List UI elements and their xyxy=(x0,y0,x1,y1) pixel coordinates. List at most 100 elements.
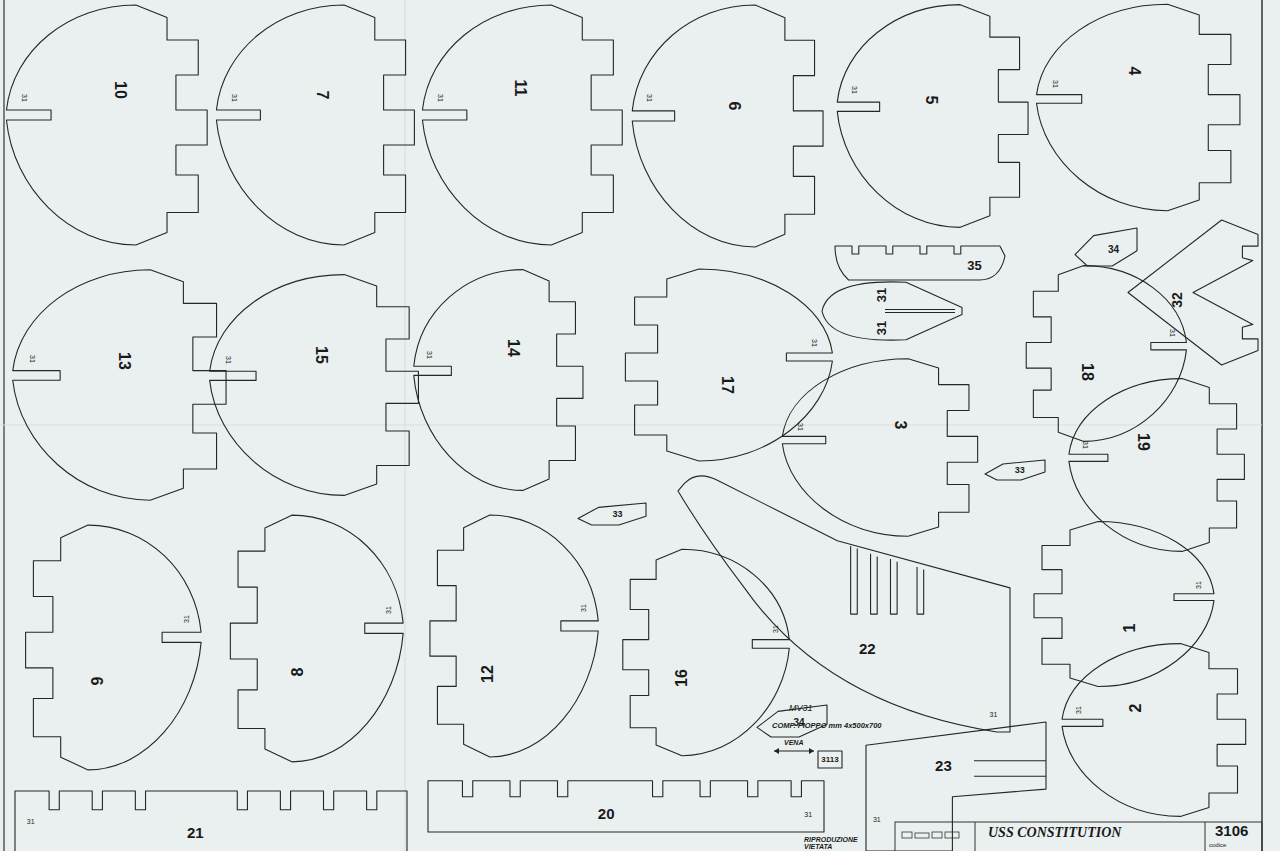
part-number: 15 xyxy=(313,346,329,364)
thickness-mark: 31 xyxy=(873,815,881,822)
part-shape xyxy=(418,0,640,250)
part-outline: 1031 xyxy=(2,0,225,250)
part-shape xyxy=(1075,228,1137,266)
thickness-mark: 31 xyxy=(1051,80,1058,88)
part-number: 17 xyxy=(719,376,735,394)
sheet-note: 3106 xyxy=(1215,823,1248,839)
cut-line xyxy=(1075,228,1137,266)
part-shape xyxy=(1012,262,1190,445)
part-outline: 731 xyxy=(212,0,432,250)
grain-arrowhead xyxy=(774,748,814,754)
thickness-mark: 31 xyxy=(437,94,444,102)
thickness-mark: 31 xyxy=(1195,581,1202,589)
thickness-mark: 31 xyxy=(796,423,803,431)
thickness-mark: 31 xyxy=(811,339,818,347)
part-shape xyxy=(415,510,602,762)
part-number: 21 xyxy=(187,825,204,840)
cut-line xyxy=(13,270,226,500)
part-number: 5 xyxy=(923,95,939,104)
part-shape xyxy=(822,275,962,347)
part-shape xyxy=(578,503,646,525)
thickness-mark: 31 xyxy=(1169,329,1176,337)
part-number: 22 xyxy=(859,641,876,656)
part-outline: 34 xyxy=(1075,228,1137,266)
cut-line xyxy=(678,476,1010,732)
title-block-divider xyxy=(975,822,976,851)
part-shape xyxy=(1128,220,1258,365)
part-outline: 931 xyxy=(10,520,205,775)
thickness-mark: 31 xyxy=(771,625,778,633)
thickness-mark: 31 xyxy=(225,356,232,364)
cut-line xyxy=(1128,220,1258,365)
sheet-title: USS CONSTITUTION xyxy=(988,826,1121,841)
cut-line xyxy=(782,359,977,537)
part-number: 3113 xyxy=(821,756,838,764)
part-outline: 21 31 xyxy=(15,776,407,851)
part-outline: 3113 xyxy=(818,751,842,768)
part-shape xyxy=(607,265,837,465)
cut-line xyxy=(623,549,790,755)
cut-line xyxy=(1037,4,1240,210)
part-shape xyxy=(678,470,1010,732)
part-number: 2 xyxy=(1128,704,1144,713)
part-shape xyxy=(212,0,432,250)
part-number: 35 xyxy=(967,258,981,271)
title-block-mark xyxy=(915,833,929,838)
part-shape xyxy=(15,776,407,851)
part-number: 33 xyxy=(1015,466,1025,475)
thickness-mark: 31 xyxy=(425,351,432,359)
part-shape xyxy=(410,265,598,495)
cut-line xyxy=(15,791,407,851)
part-outline: 1631 xyxy=(608,545,793,760)
part-number: 12 xyxy=(480,665,496,683)
cut-line xyxy=(422,5,622,245)
part-shape xyxy=(205,270,437,500)
part-outline: 32 xyxy=(1128,220,1258,365)
cut-line xyxy=(837,5,1028,228)
part-outline: 2031 xyxy=(428,768,824,832)
part-outline: 4 31 xyxy=(1032,0,1258,215)
part-outline: 3131 xyxy=(822,275,962,347)
part-outline: 831 xyxy=(215,510,407,767)
thickness-mark: 31 xyxy=(27,818,35,825)
part-number: 4 xyxy=(1126,66,1142,75)
cut-line xyxy=(1034,521,1214,686)
cut-line xyxy=(26,525,202,770)
part-shape xyxy=(2,0,225,250)
part-number: 23 xyxy=(935,757,952,772)
sheet-note: COMP. PIOPPO mm 4x500x700 xyxy=(772,722,882,730)
thickness-mark: 31 xyxy=(580,604,587,612)
cut-line xyxy=(835,246,1005,280)
thickness-mark: 31 xyxy=(851,87,858,95)
part-outline: 1931 xyxy=(1065,375,1260,555)
part-number: 10 xyxy=(112,81,128,99)
part-number: 20 xyxy=(598,805,615,820)
part-shape xyxy=(10,520,205,775)
part-outline: 12 31 xyxy=(415,510,602,762)
title-block-divider xyxy=(1205,822,1206,851)
part-shape xyxy=(428,768,824,832)
cut-line xyxy=(632,5,823,247)
part-number: 7 xyxy=(314,91,330,100)
thickness-mark: 31 xyxy=(28,355,35,363)
part-shape xyxy=(1032,0,1258,215)
cut-line xyxy=(985,460,1045,480)
part-outline: 331 xyxy=(778,355,995,540)
part-shape xyxy=(608,545,793,760)
cut-line xyxy=(757,705,827,737)
cut-line xyxy=(625,269,832,461)
thickness-mark: 31 xyxy=(384,606,391,614)
part-outline: 131 xyxy=(1018,518,1218,690)
grain-arrow xyxy=(774,751,814,752)
cut-line xyxy=(6,5,207,245)
part-number: 11 xyxy=(512,79,528,96)
part-shape xyxy=(1018,518,1218,690)
part-outline: 1731 xyxy=(607,265,837,465)
part-outline: 1831 xyxy=(1012,262,1190,445)
part-number: 6 xyxy=(726,101,742,110)
part-outline: 631 xyxy=(628,0,840,252)
part-shape xyxy=(1058,640,1262,820)
thickness-mark: 31 xyxy=(989,710,997,717)
cut-line xyxy=(430,515,598,757)
part-number: 32 xyxy=(1170,292,1184,308)
